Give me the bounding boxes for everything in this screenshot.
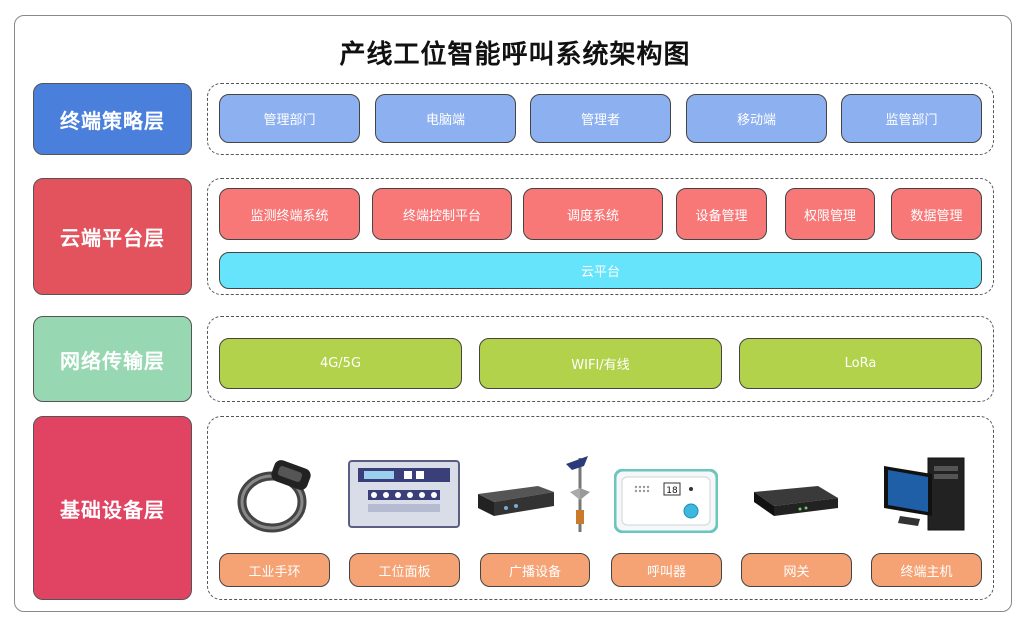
device-item: 工位面板 <box>349 553 460 587</box>
layer-label-device: 基础设备层 <box>33 416 192 600</box>
panel-icon <box>348 460 460 528</box>
host-computer-icon <box>884 457 965 531</box>
layer-label-terminal: 终端策略层 <box>33 83 192 155</box>
broadcast-icon <box>478 456 590 532</box>
layer-label-network: 网络传输层 <box>33 316 192 402</box>
layer-group-cloud <box>207 178 994 295</box>
network-item: 4G/5G <box>219 338 462 389</box>
device-item: 网关 <box>741 553 852 587</box>
cloud-item: 监测终端系统 <box>219 188 360 240</box>
device-item: 终端主机 <box>871 553 982 587</box>
cloud-item: 终端控制平台 <box>372 188 512 240</box>
terminal-item: 管理者 <box>530 94 671 143</box>
terminal-item: 移动端 <box>686 94 827 143</box>
diagram-title: 产线工位智能呼叫系统架构图 <box>339 40 691 70</box>
caller-icon: 18 <box>614 469 718 533</box>
device-item: 广播设备 <box>480 553 590 587</box>
network-item: LoRa <box>739 338 982 389</box>
terminal-item: 电脑端 <box>375 94 516 143</box>
cloud-item: 调度系统 <box>523 188 663 240</box>
terminal-item: 管理部门 <box>219 94 360 143</box>
layer-label-cloud: 云端平台层 <box>33 178 192 295</box>
cloud-platform-bar: 云平台 <box>219 252 982 289</box>
cloud-item: 设备管理 <box>676 188 767 240</box>
gateway-icon <box>754 486 838 516</box>
terminal-item: 监管部门 <box>841 94 982 143</box>
wristband-icon <box>237 460 311 533</box>
cloud-item: 权限管理 <box>785 188 875 240</box>
caller-number: 18 <box>666 486 678 496</box>
device-item: 工业手环 <box>219 553 330 587</box>
layer-group-terminal <box>207 83 994 155</box>
network-item: WIFI/有线 <box>479 338 722 389</box>
layer-group-device <box>207 416 994 600</box>
cloud-item: 数据管理 <box>891 188 982 240</box>
device-item: 呼叫器 <box>611 553 722 587</box>
layer-group-network <box>207 316 994 402</box>
